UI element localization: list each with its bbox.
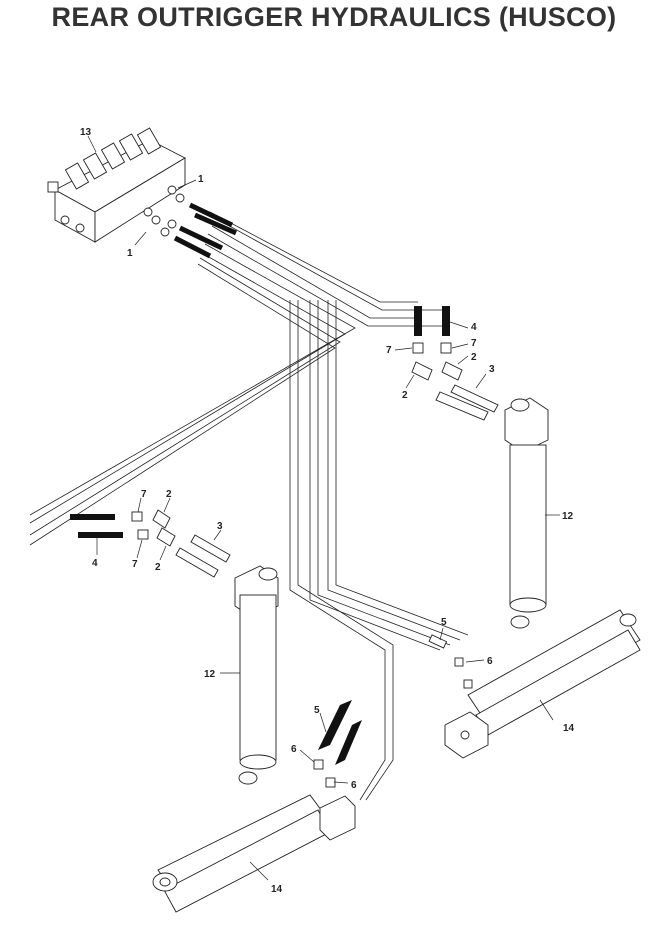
hose-routing [29, 211, 469, 801]
callout-4-right: 4 [471, 322, 477, 333]
callout-6-right: 6 [487, 656, 493, 667]
callout-6-left: 6 [291, 744, 297, 755]
left-upper-fittings [70, 509, 231, 578]
callout-2-right-bottom: 2 [402, 390, 408, 401]
callout-3-right: 3 [489, 364, 495, 375]
callout-1-top: 1 [198, 174, 204, 185]
page-title: REAR OUTRIGGER HYDRAULICS (HUSCO) [51, 2, 617, 32]
left-lower-cylinder [152, 700, 362, 913]
callout-4-left: 4 [92, 558, 98, 569]
callout-14-left: 14 [271, 884, 283, 895]
callout-12-right: 12 [562, 511, 574, 522]
callout-7-right-left: 7 [386, 345, 392, 356]
callout-2-left-bottom: 2 [155, 562, 161, 573]
callout-14-right: 14 [563, 723, 575, 734]
right-lower-cylinder [428, 609, 641, 759]
right-upper-fittings [411, 306, 499, 421]
callout-2-right-top: 2 [471, 352, 477, 363]
callout-1-bottom: 1 [127, 248, 133, 259]
callout-7-left-bottom: 7 [132, 559, 138, 570]
callout-3-left: 3 [217, 521, 223, 532]
callout-7-left-top: 7 [141, 489, 147, 500]
callout-5-left: 5 [314, 705, 320, 716]
right-cylinder [504, 397, 549, 629]
control-valve-bank [47, 127, 186, 243]
callout-12-left: 12 [204, 669, 216, 680]
callout-7-right: 7 [471, 338, 477, 349]
callout-2-left-top: 2 [166, 489, 172, 500]
left-cylinder [234, 565, 279, 785]
callout-13: 13 [80, 127, 92, 138]
leader-lines [87, 135, 560, 881]
valve-fittings [143, 185, 238, 259]
callout-5-right: 5 [441, 617, 447, 628]
callout-labels: 13 1 1 4 7 2 2 3 12 7 7 2 3 4 7 2 12 5 6… [80, 127, 575, 895]
callout-6-left-bottom: 6 [351, 780, 357, 791]
